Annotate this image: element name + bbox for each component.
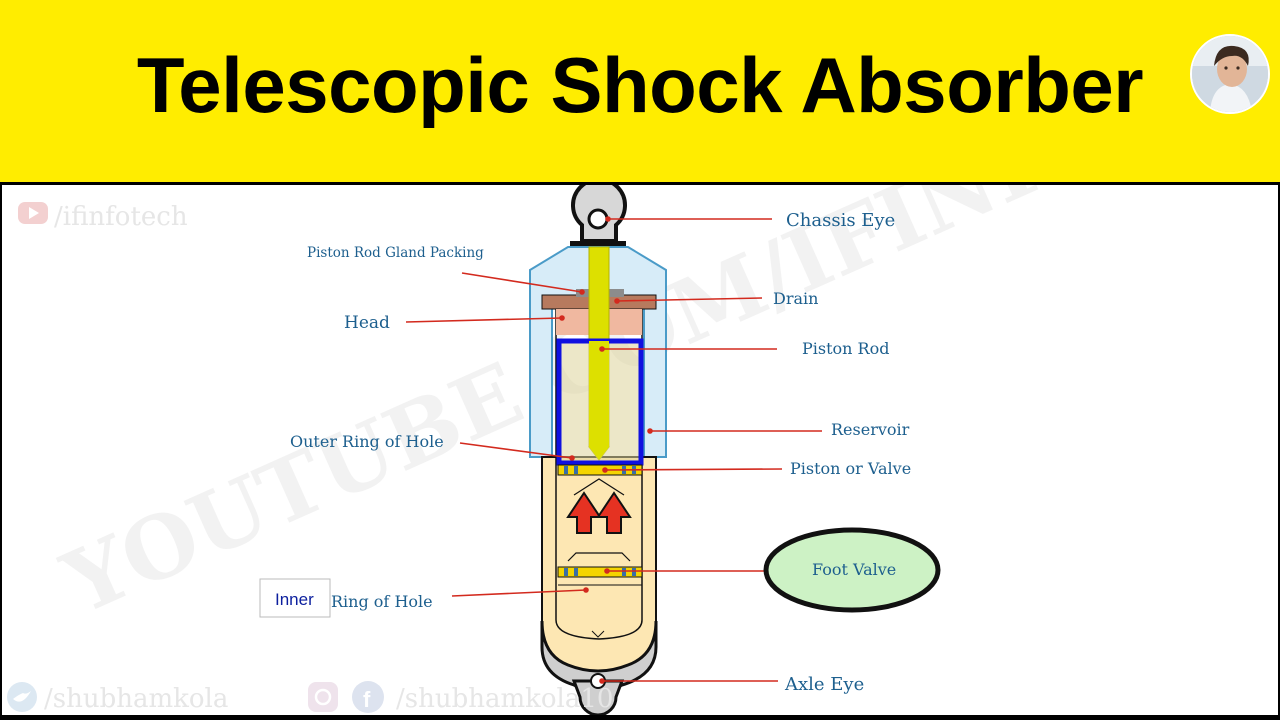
label-foot-valve: Foot Valve bbox=[812, 560, 896, 579]
page-title: Telescopic Shock Absorber bbox=[136, 41, 1144, 129]
label-inner-word: Inner bbox=[275, 590, 314, 609]
foot-valve-callout: Foot Valve bbox=[763, 527, 941, 613]
shock-absorber bbox=[529, 185, 667, 715]
label-chassis-eye: Chassis Eye bbox=[786, 210, 895, 231]
presenter-avatar bbox=[1190, 34, 1270, 114]
label-outer-ring: Outer Ring of Hole bbox=[290, 432, 444, 451]
watermark-social: /shubhamkola f /shubhamkola10 bbox=[7, 681, 613, 714]
svg-text:f: f bbox=[363, 687, 371, 712]
diagram-panel: /ifinfotech YOUTUBE.COM/IFINFOTECH bbox=[2, 185, 1278, 715]
chassis-eye bbox=[570, 185, 627, 247]
label-piston-valve: Piston or Valve bbox=[790, 459, 911, 478]
label-axle-eye: Axle Eye bbox=[784, 674, 864, 695]
label-head: Head bbox=[344, 313, 390, 333]
label-inner-rest: Ring of Hole bbox=[331, 592, 433, 611]
facebook-icon bbox=[352, 681, 384, 713]
svg-text:/ifinfotech: /ifinfotech bbox=[54, 202, 188, 232]
svg-text:/shubhamkola10: /shubhamkola10 bbox=[396, 684, 613, 714]
label-gland-packing: Piston Rod Gland Packing bbox=[307, 245, 484, 261]
foot-valve-part bbox=[557, 552, 643, 638]
label-reservoir: Reservoir bbox=[831, 420, 910, 439]
leader-lines bbox=[405, 216, 822, 684]
label-piston-rod: Piston Rod bbox=[802, 339, 889, 358]
oil-cylinder bbox=[541, 456, 657, 675]
label-drain: Drain bbox=[773, 289, 818, 308]
svg-text:/shubhamkola: /shubhamkola bbox=[44, 684, 228, 714]
up-arrow-icon bbox=[566, 491, 632, 534]
title-banner: Telescopic Shock Absorber bbox=[0, 0, 1280, 182]
instagram-icon bbox=[308, 682, 338, 712]
watermark-channel: /ifinfotech bbox=[18, 202, 188, 232]
